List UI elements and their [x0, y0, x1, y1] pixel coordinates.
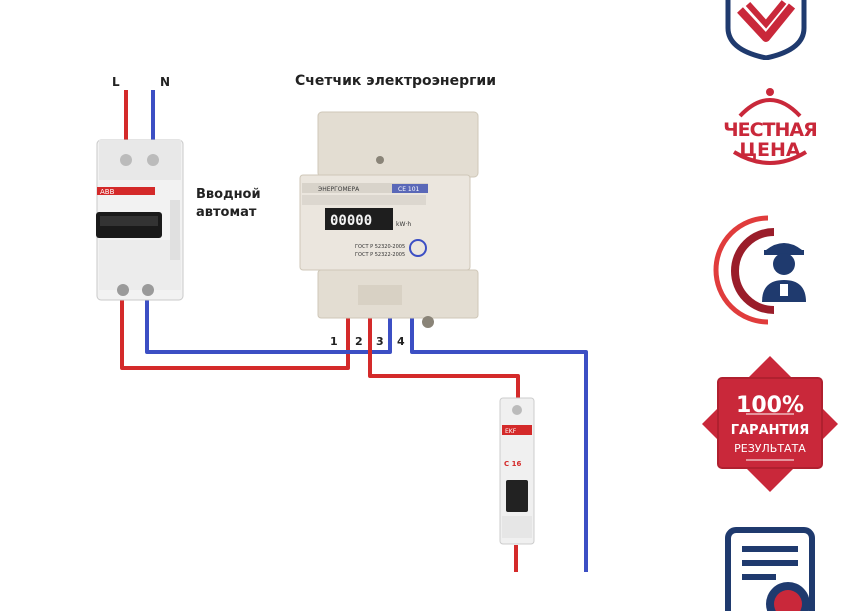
dish-cover-icon: ЧЕСТНАЯ ЦЕНА [723, 88, 818, 165]
input-breaker-label-line2: автомат [196, 205, 257, 220]
meter-gost-1: ГОСТ Р 52320-2005 [355, 244, 405, 250]
sidebar: ЧЕСТНАЯ ЦЕНА 100% ГАРАНТИЯ РЕЗУЛЬТАТА [700, 0, 843, 611]
wiring-diagram: L N ABB Вводной автомат Счетчик электроэ… [96, 73, 588, 572]
phase-wire-meter-to-load [368, 318, 520, 398]
meter-brand: ЭНЕРГОМЕРА [318, 186, 360, 193]
certificate-icon [725, 527, 815, 611]
worker-icon [713, 215, 806, 325]
meter-reading: 00000 [330, 213, 372, 229]
meter-unit: kW·h [396, 221, 411, 228]
phase-wire-breaker-to-meter [120, 300, 350, 370]
breaker-brand: ABB [100, 188, 115, 196]
terminal-3: 3 [376, 335, 384, 348]
meter-gost-2: ГОСТ Р 52322-2005 [355, 252, 405, 258]
terminal-4: 4 [397, 335, 405, 348]
meter-title: Счетчик электроэнергии [295, 73, 496, 89]
honest-price-badge: ЧЕСТНАЯ ЦЕНА [700, 86, 843, 170]
terminal-1: 1 [330, 335, 338, 348]
neutral-wire-breaker-to-meter [145, 300, 392, 354]
neutral-wire-meter-to-load [410, 318, 588, 572]
guarantee-line3: РЕЗУЛЬТАТА [734, 442, 806, 455]
electricity-meter: ЭНЕРГОМЕРА СЕ 101 00000 kW·h ГОСТ Р 5232… [299, 111, 479, 328]
wire-label-N: N [160, 75, 170, 89]
input-breaker-label-line1: Вводной [196, 187, 261, 202]
quality-shield-icon [725, 0, 807, 60]
load-breaker: EKF C 16 [499, 397, 535, 545]
small-breaker-rating: C 16 [504, 460, 521, 468]
honest-price-line2: ЦЕНА [739, 139, 801, 161]
small-breaker-brand: EKF [505, 428, 517, 435]
guarantee-line2: ГАРАНТИЯ [731, 423, 810, 438]
wires [120, 90, 588, 572]
guarantee-badge: 100% ГАРАНТИЯ РЕЗУЛЬТАТА [700, 356, 843, 492]
meter-model: СЕ 101 [398, 186, 420, 193]
wire-label-L: L [112, 75, 120, 89]
guarantee-percent: 100% [736, 393, 804, 418]
honest-price-line1: ЧЕСТНАЯ [723, 119, 816, 141]
input-breaker: ABB [96, 139, 184, 301]
terminal-2: 2 [355, 335, 363, 348]
